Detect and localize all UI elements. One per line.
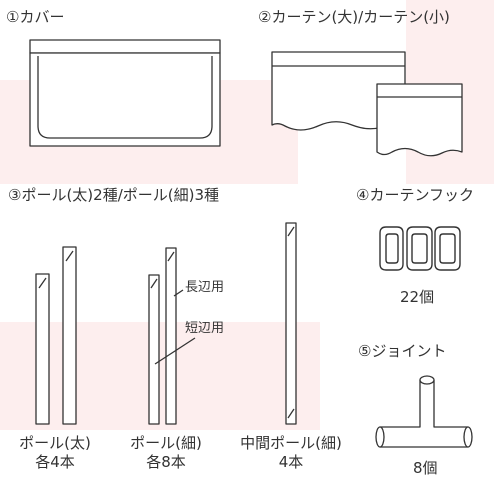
cover-label: ①カバー <box>6 8 65 26</box>
pole-thick-qty: 各4本 <box>35 453 75 471</box>
pole-thick-drawing <box>35 246 77 425</box>
pole-thick-caption: ポール(太) 各4本 <box>8 434 102 472</box>
joint-quantity: 8個 <box>413 459 438 477</box>
pole-thin-qty: 各8本 <box>146 453 186 471</box>
pole-middle-name: 中間ポール(細) <box>240 434 342 452</box>
pole-middle-qty: 4本 <box>278 453 304 471</box>
curtain-label: ②カーテン(大)/カーテン(小) <box>258 8 450 26</box>
pole-thin-drawing <box>148 247 196 425</box>
pole-thin-name: ポール(細) <box>130 434 202 452</box>
cover-drawing <box>29 39 221 147</box>
background-band-bottom <box>0 322 320 430</box>
pole-middle-caption: 中間ポール(細) 4本 <box>228 434 354 472</box>
poles-label: ③ポール(太)2種/ポール(細)3種 <box>8 186 219 204</box>
joint-label: ⑤ジョイント <box>358 342 447 360</box>
hook-label: ④カーテンフック <box>356 186 474 204</box>
short-side-label: 短辺用 <box>185 321 225 336</box>
joint-drawing <box>375 375 473 448</box>
pole-middle-drawing <box>285 222 297 425</box>
pole-thick-name: ポール(太) <box>19 434 91 452</box>
hook-quantity: 22個 <box>400 288 435 306</box>
curtain-small-drawing <box>376 83 463 157</box>
curtain-large-drawing <box>271 51 406 131</box>
pole-thin-caption: ポール(細) 各8本 <box>118 434 214 472</box>
long-side-label: 長辺用 <box>185 280 225 295</box>
hook-drawing <box>379 226 461 271</box>
